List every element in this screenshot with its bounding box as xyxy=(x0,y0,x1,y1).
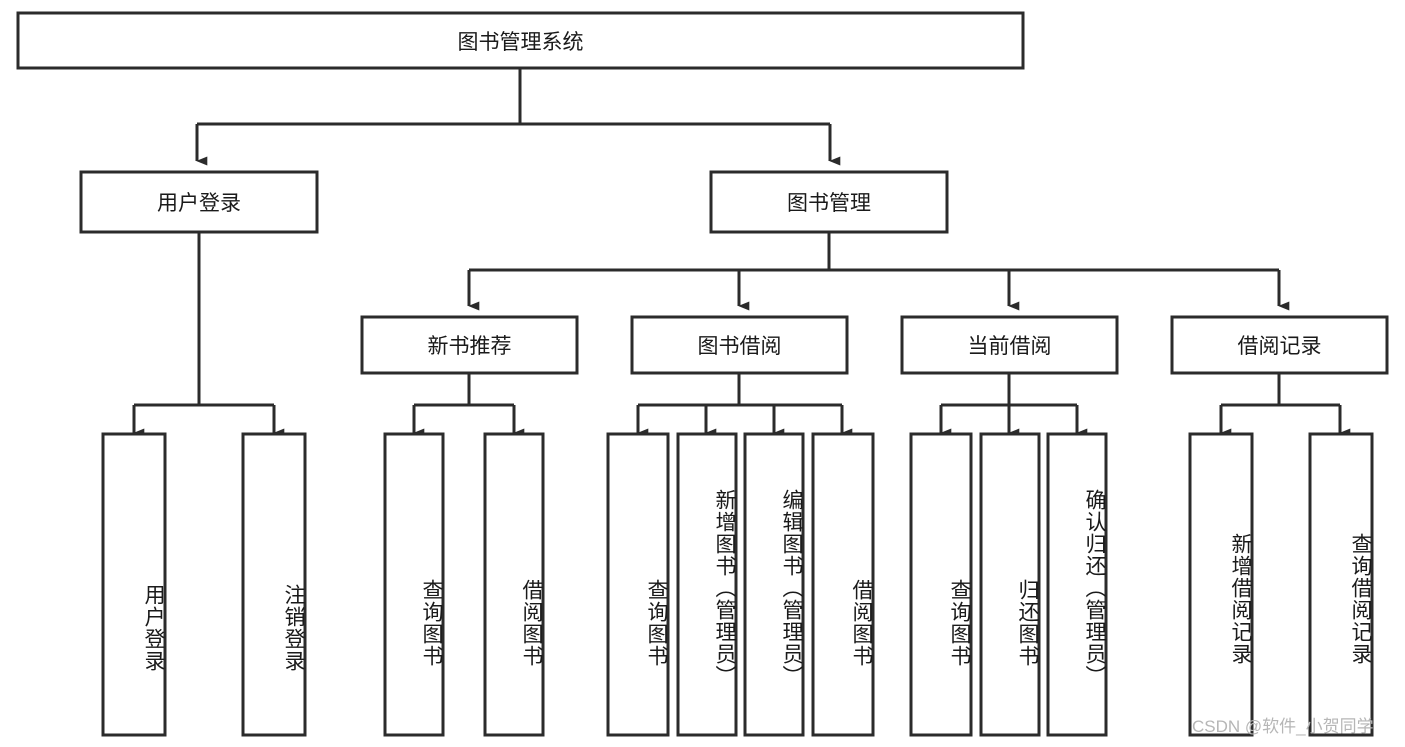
node-leaf-new-book-0-box[interactable] xyxy=(383,432,445,737)
connector-current-borrow-bus xyxy=(941,373,1077,407)
node-leaf-borrow-record-0-box[interactable] xyxy=(1188,432,1254,737)
node-leaf-current-borrow-2-box[interactable] xyxy=(1046,432,1108,737)
node-leaf-book-borrow-1-box[interactable] xyxy=(676,432,738,737)
connector-new-book-bus xyxy=(414,373,514,407)
node-book-borrow-box[interactable] xyxy=(630,315,849,375)
node-leaf-borrow-record-1-box[interactable] xyxy=(1308,432,1374,737)
node-borrow-record-box[interactable] xyxy=(1170,315,1389,375)
node-user-login-box[interactable] xyxy=(79,170,319,234)
node-leaf-user-login-1-box[interactable] xyxy=(241,432,307,737)
connector-book-borrow-bus xyxy=(638,373,842,407)
node-leaf-book-borrow-3-box[interactable] xyxy=(811,432,875,737)
connector-root-bus xyxy=(197,68,830,126)
node-leaf-current-borrow-0-box[interactable] xyxy=(909,432,973,737)
node-new-book-recommend-box[interactable] xyxy=(360,315,579,375)
node-book-manage-box[interactable] xyxy=(709,170,949,234)
node-leaf-user-login-0-box[interactable] xyxy=(101,432,167,737)
connector-book-manage-bus xyxy=(469,232,1279,272)
node-current-borrow-box[interactable] xyxy=(900,315,1119,375)
node-leaf-current-borrow-1-box[interactable] xyxy=(979,432,1041,737)
node-leaf-new-book-1-box[interactable] xyxy=(483,432,545,737)
node-leaf-book-borrow-0-box[interactable] xyxy=(606,432,670,737)
node-leaf-book-borrow-2-box[interactable] xyxy=(743,432,805,737)
connector-user-login-bus xyxy=(134,232,274,407)
node-root-box[interactable] xyxy=(16,11,1025,70)
connector-borrow-record-bus xyxy=(1221,373,1340,407)
